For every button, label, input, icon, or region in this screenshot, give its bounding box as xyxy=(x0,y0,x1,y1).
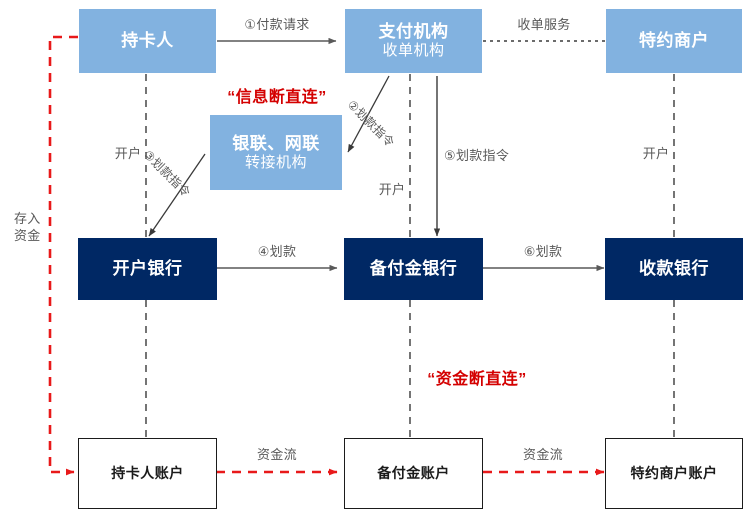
node-account-bank[interactable]: 开户银行 xyxy=(78,238,217,300)
node-payment-organization[interactable]: 支付机构 收单机构 xyxy=(344,8,483,74)
node-clearing-organization[interactable]: 银联、网联 转接机构 xyxy=(208,113,344,192)
node-merchant-account-label: 特约商户账户 xyxy=(630,464,718,481)
annotation-info-disconnect: “信息断直连” xyxy=(227,89,327,106)
label-acquiring-service: 收单服务 xyxy=(517,17,571,32)
label-transfer-order-3: ③划款指令 xyxy=(140,147,194,200)
edge-deposit-funds xyxy=(48,35,78,476)
label-transfer-4: ④划款 xyxy=(257,244,297,259)
label-deposit-funds-line2: 资金 xyxy=(14,227,41,243)
annotation-funds-disconnect: “资金断直连” xyxy=(427,371,527,388)
label-transfer-6: ⑥划款 xyxy=(523,244,563,259)
node-cardholder-account-label: 持卡人账户 xyxy=(111,464,184,481)
label-open-account-right: 开户 xyxy=(642,146,670,161)
label-deposit-funds-line1: 存入 xyxy=(14,211,41,226)
label-open-account-mid: 开户 xyxy=(378,182,406,197)
node-reserve-bank-label: 备付金银行 xyxy=(369,259,458,279)
node-cardholder[interactable]: 持卡人 xyxy=(78,8,217,74)
node-payment-organization-sublabel: 收单机构 xyxy=(382,42,445,60)
label-open-account-left: 开户 xyxy=(114,146,142,161)
node-merchant-account[interactable]: 特约商户账户 xyxy=(605,438,743,509)
node-receiving-bank[interactable]: 收款银行 xyxy=(605,238,743,300)
node-receiving-bank-label: 收款银行 xyxy=(639,259,709,279)
node-account-bank-label: 开户银行 xyxy=(112,259,183,279)
node-merchant[interactable]: 特约商户 xyxy=(605,8,743,74)
node-reserve-account-label: 备付金账户 xyxy=(377,464,450,481)
node-payment-organization-label: 支付机构 xyxy=(378,22,449,42)
label-payment-request: ①付款请求 xyxy=(244,17,310,32)
node-cardholder-label: 持卡人 xyxy=(121,31,174,51)
label-deposit-funds: 存入 资金 xyxy=(14,211,41,245)
node-merchant-label: 特约商户 xyxy=(639,31,709,51)
label-transfer-order-5: ⑤划款指令 xyxy=(444,148,510,163)
node-reserve-bank[interactable]: 备付金银行 xyxy=(344,238,483,300)
label-fund-flow-right: 资金流 xyxy=(523,447,563,462)
label-fund-flow-left: 资金流 xyxy=(257,447,297,462)
node-clearing-organization-sublabel: 转接机构 xyxy=(244,153,307,171)
node-clearing-organization-label: 银联、网联 xyxy=(232,133,320,153)
label-transfer-order-2: ②划款指令 xyxy=(344,97,398,150)
node-reserve-account[interactable]: 备付金账户 xyxy=(344,438,483,509)
node-cardholder-account[interactable]: 持卡人账户 xyxy=(78,438,217,509)
